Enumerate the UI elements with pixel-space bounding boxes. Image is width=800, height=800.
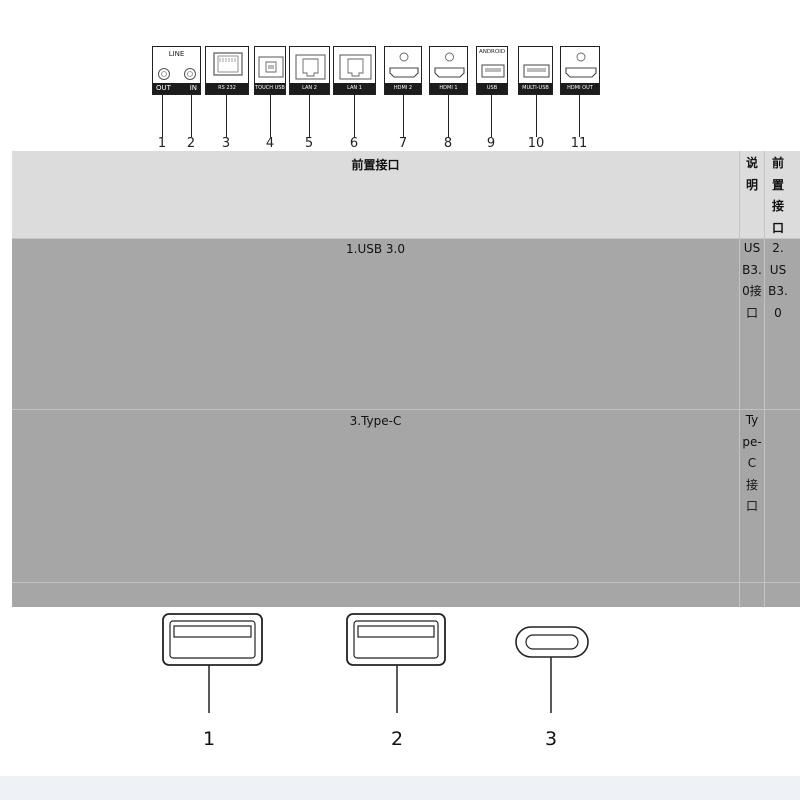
hdmi-icon <box>389 52 419 78</box>
connector-number: 3 <box>544 728 558 750</box>
table-row <box>12 410 800 583</box>
port-number: 8 <box>443 136 453 151</box>
leader-line <box>270 95 271 137</box>
row-desc: USB3.0接口 <box>742 241 762 320</box>
connector-number: 1 <box>202 728 216 750</box>
rj45-icon <box>213 52 243 76</box>
touch-usb-port: TOUCH USB <box>254 46 286 95</box>
leader-line <box>191 95 192 137</box>
port-number: 9 <box>486 136 496 151</box>
leader-line <box>579 95 580 137</box>
port-number: 10 <box>527 136 545 151</box>
hdmi-icon <box>565 52 597 78</box>
leader-line <box>448 95 449 137</box>
port-number: 5 <box>304 136 314 151</box>
leader-line <box>309 95 310 137</box>
footer-strip <box>0 776 800 800</box>
lan2-port: LAN 2 <box>289 46 330 95</box>
usb-a-icon <box>523 64 550 78</box>
column-divider <box>739 151 740 607</box>
port-number: 3 <box>221 136 231 151</box>
multi-usb-port: MULTI-USB <box>518 46 553 95</box>
table-header-title: 前置接口 <box>351 158 400 172</box>
table-header-extra: 前置接口 <box>771 156 784 235</box>
usb-a-icon <box>346 613 446 713</box>
port-label-in: IN <box>189 84 197 92</box>
port-label-rs232: RS 232 <box>206 83 248 94</box>
table-row <box>12 239 800 410</box>
row-desc: Type-C接口 <box>742 413 762 514</box>
port-label-touch-usb: TOUCH USB <box>255 83 285 94</box>
port-number: 6 <box>349 136 359 151</box>
column-divider <box>764 151 765 607</box>
row-name: 3.Type-C <box>349 414 402 428</box>
port-number: 2 <box>186 136 196 151</box>
port-number: 1 <box>157 136 167 151</box>
port-label-multi-usb: MULTI-USB <box>519 83 552 94</box>
leader-line <box>491 95 492 137</box>
row-extra: 2.USB3.0 <box>768 241 788 320</box>
ethernet-icon <box>295 54 326 80</box>
line-label: LINE <box>168 50 185 58</box>
port-label-hdmi1: HDMI 1 <box>430 83 467 94</box>
ethernet-icon <box>339 54 372 80</box>
usb-a-icon <box>481 64 505 78</box>
port-number: 7 <box>398 136 408 151</box>
port-label-hdmi2: HDMI 2 <box>385 83 421 94</box>
connector-drawing <box>162 613 589 713</box>
audio-jack-icon <box>158 68 196 80</box>
leader-line <box>354 95 355 137</box>
leader-line <box>536 95 537 137</box>
usb-a-icon <box>162 613 263 713</box>
line-audio-port: LINE OUT IN <box>152 46 201 95</box>
port-label-out: OUT <box>156 84 171 92</box>
row-name: 1.USB 3.0 <box>346 242 405 256</box>
hdmi-out-port: HDMI OUT <box>560 46 600 95</box>
leader-line <box>162 95 163 137</box>
port-number: 4 <box>265 136 275 151</box>
port-label-usb: USB <box>477 83 507 94</box>
table-row <box>12 583 800 607</box>
android-usb-port: ANDROID USB <box>476 46 508 95</box>
lan1-port: LAN 1 <box>333 46 376 95</box>
hdmi1-port: HDMI 1 <box>429 46 468 95</box>
port-label-lan2: LAN 2 <box>290 83 329 94</box>
port-label-hdmi-out: HDMI OUT <box>561 83 599 94</box>
rs232-port: RS 232 <box>205 46 249 95</box>
port-label-lan1: LAN 1 <box>334 83 375 94</box>
android-label: ANDROID <box>478 49 506 55</box>
table-header-desc: 说明 <box>745 156 758 192</box>
hdmi2-port: HDMI 2 <box>384 46 422 95</box>
usb-b-icon <box>258 56 284 78</box>
leader-line <box>226 95 227 137</box>
hdmi-icon <box>434 52 465 78</box>
table-header-row <box>12 151 800 239</box>
leader-line <box>403 95 404 137</box>
connector-number: 2 <box>390 728 404 750</box>
type-c-icon <box>515 626 589 713</box>
port-number: 11 <box>570 136 588 151</box>
